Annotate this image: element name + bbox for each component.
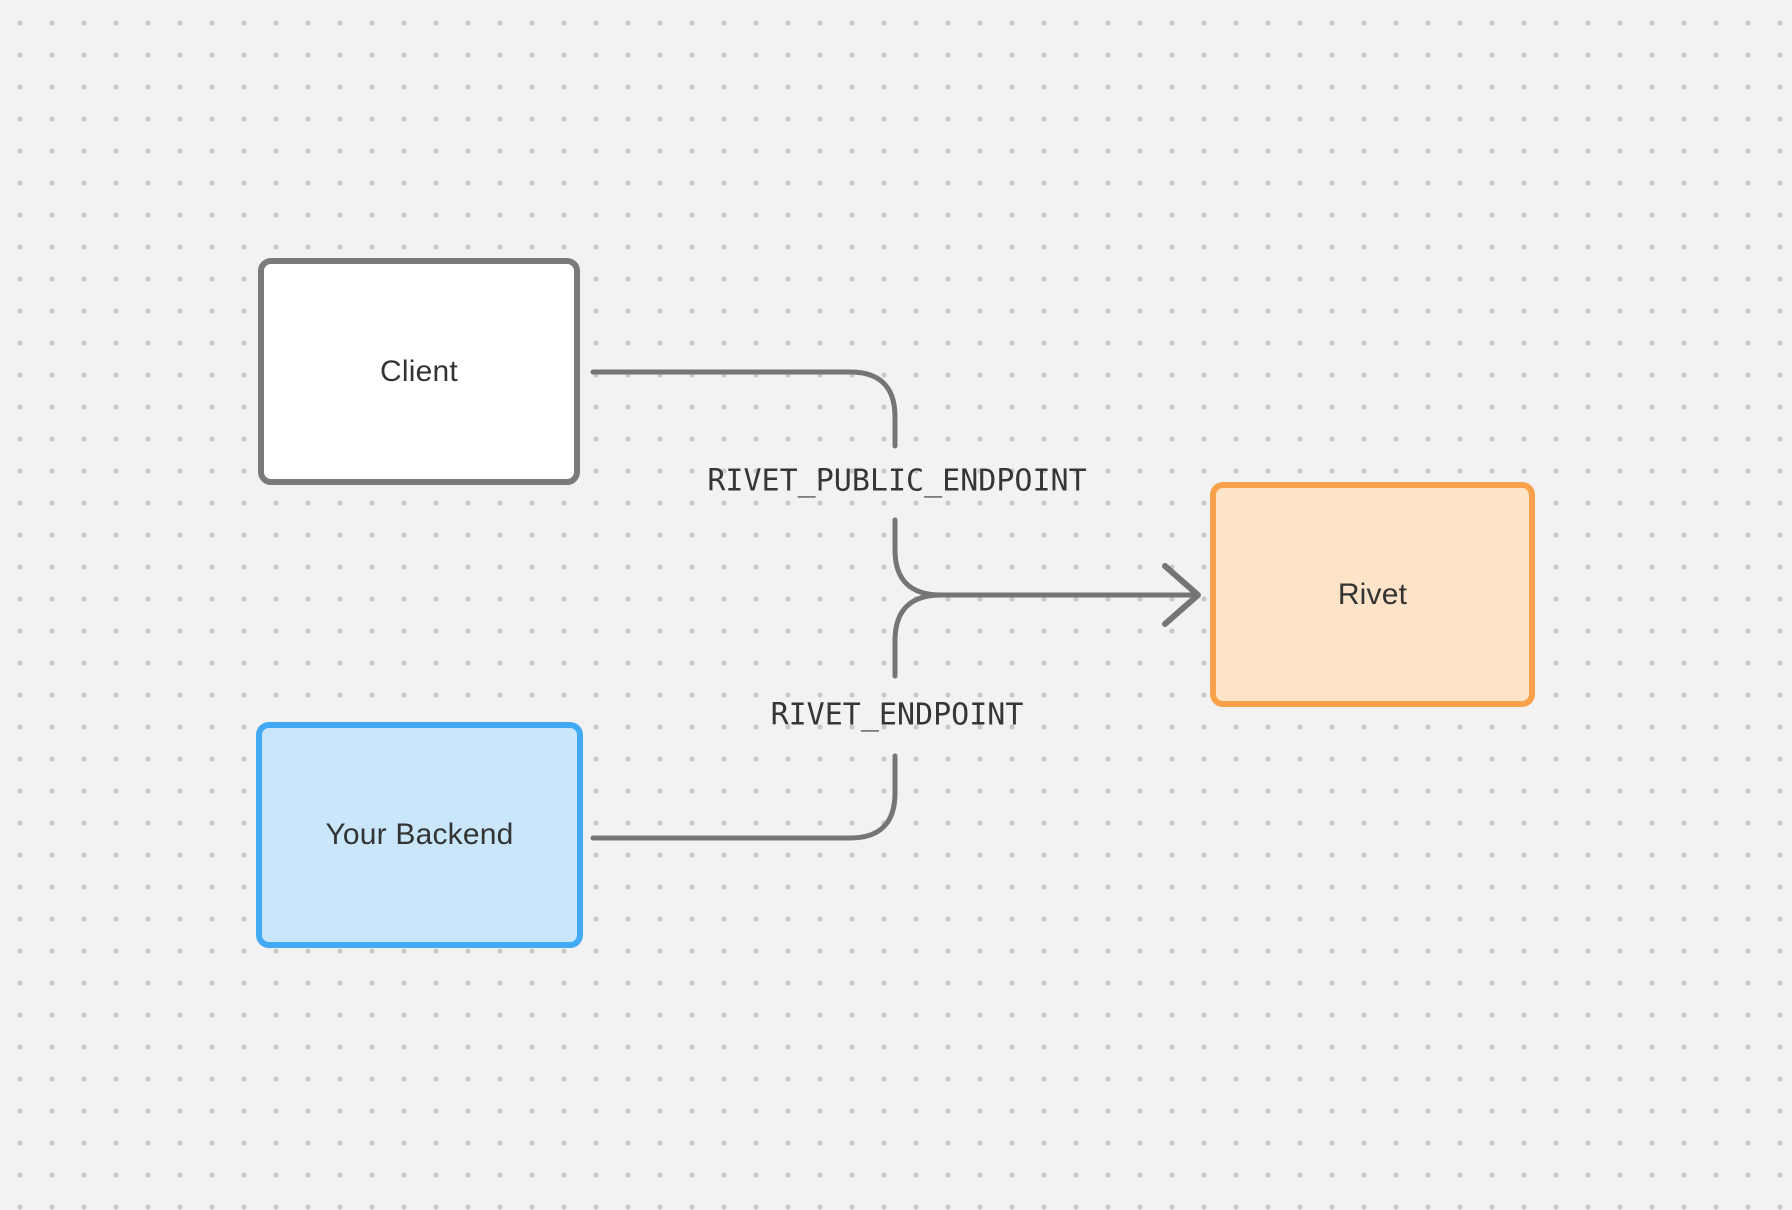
arrowhead-icon [1162, 563, 1201, 627]
edge-backend-to-merge [892, 592, 944, 679]
node-your-backend[interactable]: Your Backend [256, 722, 583, 948]
node-your-backend-label: Your Backend [325, 818, 514, 851]
edge-label-rivet-public-endpoint: RIVET_PUBLIC_ENDPOINT [707, 463, 1087, 499]
edge-backend-horizontal [590, 753, 898, 841]
node-rivet[interactable]: Rivet [1210, 482, 1535, 707]
node-client[interactable]: Client [258, 258, 580, 485]
edge-label-rivet-endpoint: RIVET_ENDPOINT [770, 697, 1024, 733]
edge-client-horizontal [590, 369, 898, 449]
node-client-label: Client [380, 354, 458, 388]
node-rivet-label: Rivet [1337, 577, 1408, 611]
edge-client-to-merge [892, 517, 944, 598]
